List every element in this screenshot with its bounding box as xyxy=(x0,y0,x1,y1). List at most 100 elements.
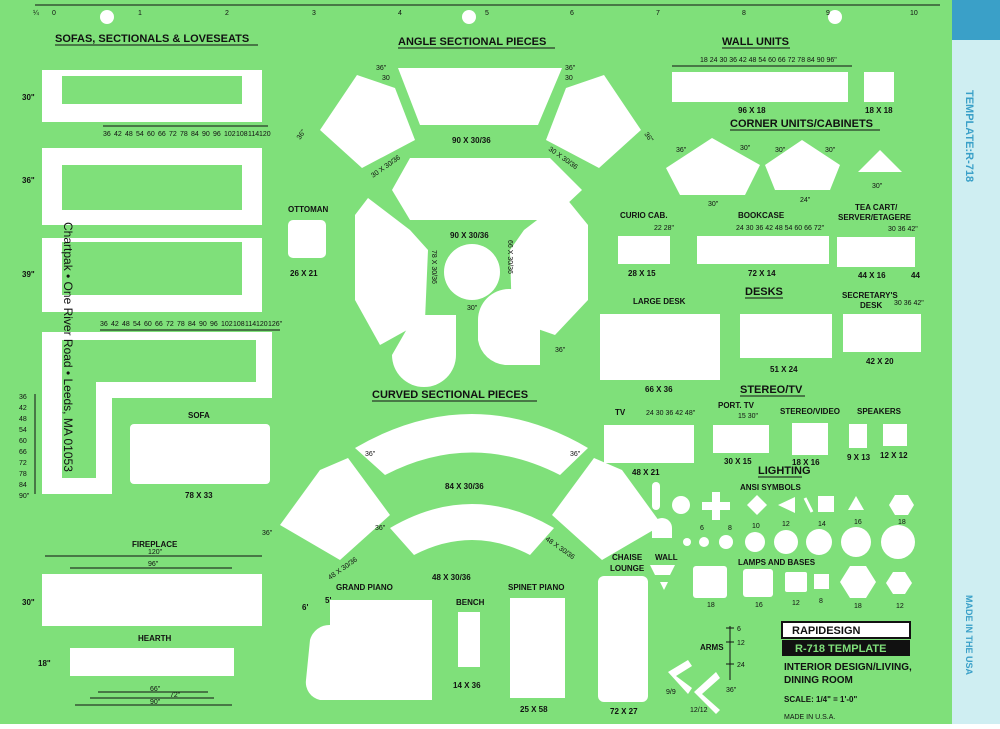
model-box xyxy=(782,640,910,656)
corner-24: 24" xyxy=(800,197,811,204)
ansi-bar xyxy=(652,482,660,510)
curio-dim: 28 X 15 xyxy=(628,269,656,278)
scale2-48: 48 xyxy=(122,321,130,328)
brand-title2: DINING ROOM xyxy=(784,675,853,686)
curved-84-cutout xyxy=(355,414,588,475)
lamp-circle-12 xyxy=(745,532,765,552)
corner-30d: 30" xyxy=(825,147,836,154)
curved-left-cutout xyxy=(280,458,390,560)
teacart-label2: SERVER/ETAGERE xyxy=(838,213,912,222)
left-scale: 36 42 48 54 60 66 72 78 84 90" xyxy=(19,394,36,500)
scale-78: 78 xyxy=(180,131,188,138)
lamp-base-8 xyxy=(814,574,829,589)
arm-99: 9/9 xyxy=(666,689,676,696)
angle-36c: 36" xyxy=(296,128,308,141)
teacart-label: TEA CART/ xyxy=(855,203,898,212)
bench-cutout xyxy=(458,612,480,667)
angle-36e: 36" xyxy=(555,347,566,354)
lamp-base-18 xyxy=(693,566,727,598)
wall-light-tri xyxy=(660,582,668,590)
large-desk-cutout xyxy=(600,314,720,380)
scale2-102: 102 xyxy=(221,321,233,328)
curved-48-dim: 48 X 30/36 xyxy=(432,573,471,582)
fp-96: 96" xyxy=(148,561,159,568)
lounge-label: LOUNGE xyxy=(610,564,645,573)
brand-name: RAPIDESIGN xyxy=(792,625,861,637)
hearth-72: 72" xyxy=(170,692,181,699)
lscale-84: 84 xyxy=(19,482,27,489)
angle-30c: 30" xyxy=(467,305,478,312)
ansi-16: 16 xyxy=(854,519,862,526)
spinet-dim: 25 X 58 xyxy=(520,705,548,714)
sofa-row-36: 36" xyxy=(22,176,35,185)
arm-9-shape xyxy=(668,660,692,694)
scale2-114: 114 xyxy=(245,321,256,328)
hole-right xyxy=(828,10,842,24)
ansi-triangle-left xyxy=(778,497,795,513)
curio-label: CURIO CAB. xyxy=(620,211,668,220)
ansi-18: 18 xyxy=(898,519,906,526)
scale-72: 72 xyxy=(169,131,177,138)
ansi-8: 8 xyxy=(728,525,732,532)
bookcase-dim: 72 X 14 xyxy=(748,269,776,278)
lamp-circle-8 xyxy=(699,537,709,547)
corner-unit-30 xyxy=(666,138,760,195)
grand-piano-label: GRAND PIANO xyxy=(336,583,393,592)
tv-scale: 24 30 36 42 48" xyxy=(646,410,696,417)
lamp-circle-15 xyxy=(806,529,832,555)
scale2-60: 60 xyxy=(144,321,152,328)
scale-42: 42 xyxy=(114,131,122,138)
ansi-12: 12 xyxy=(782,521,790,528)
corner-30c: 30" xyxy=(775,147,786,154)
sofa-dim: 78 X 33 xyxy=(185,491,213,500)
ottoman-cutout xyxy=(288,220,326,258)
heading-curved: CURVED SECTIONAL PIECES xyxy=(372,389,528,401)
chartpak-address: Chartpak • One River Road • Leeds, MA 01… xyxy=(61,222,75,472)
sectional-cutout xyxy=(42,332,272,494)
speaker-dim1: 9 X 13 xyxy=(847,453,871,462)
corner-30: 30" xyxy=(708,201,719,208)
speaker-small-cutout xyxy=(849,424,867,448)
chaise-dim: 72 X 27 xyxy=(610,707,638,716)
ansi-slash xyxy=(803,497,814,513)
arm-1212: 12/12 xyxy=(690,707,708,714)
ruler-2: 2 xyxy=(225,10,229,17)
wall-dim: 96 X 18 xyxy=(738,106,766,115)
stereo-video-cutout xyxy=(792,423,828,455)
sofa-row-39: 39" xyxy=(22,270,35,279)
chaise-label: CHAISE xyxy=(612,553,643,562)
wall-light-label: WALL xyxy=(655,553,678,562)
curio-cutout xyxy=(618,236,670,264)
tv-label: TV xyxy=(615,408,626,417)
ruler-9: 9 xyxy=(826,10,830,17)
strip-made-text: MADE IN THE USA xyxy=(964,595,974,676)
wall-scale: 18 24 30 36 42 48 54 60 66 72 78 84 90 9… xyxy=(700,57,837,64)
angle-36d: 36" xyxy=(642,131,654,144)
angle-66-dim: 66 X 30/36 xyxy=(506,240,513,274)
speakers-label: SPEAKERS xyxy=(857,407,902,416)
curved-36b: 36" xyxy=(570,451,581,458)
angle-30b: 30 xyxy=(565,75,573,82)
tv-cutout xyxy=(604,425,694,463)
scale-66: 66 xyxy=(158,131,166,138)
heading-corner: CORNER UNITS/CABINETS xyxy=(730,118,873,130)
lscale-90: 90" xyxy=(19,493,30,500)
scale2-120: 120 xyxy=(256,321,268,328)
wall-unit-cutout xyxy=(672,72,848,102)
scale-114: 114 xyxy=(248,131,259,138)
lamp-base-12 xyxy=(785,572,807,592)
large-desk-label: LARGE DESK xyxy=(633,297,686,306)
ansi-label: ANSI SYMBOLS xyxy=(740,483,802,492)
angle-left-cutout xyxy=(320,75,415,168)
sofa-39-cutout xyxy=(42,238,262,312)
fp-30: 30" xyxy=(22,598,35,607)
grand-piano-cutout xyxy=(305,600,432,700)
angle-quarter-right xyxy=(478,289,540,365)
fireplace-cutout xyxy=(42,574,262,626)
hole-middle xyxy=(462,10,476,24)
angle-30a: 30 xyxy=(382,75,390,82)
base-8: 8 xyxy=(819,598,823,605)
side-strip xyxy=(952,0,1000,724)
angle-quarter-left xyxy=(392,315,456,387)
